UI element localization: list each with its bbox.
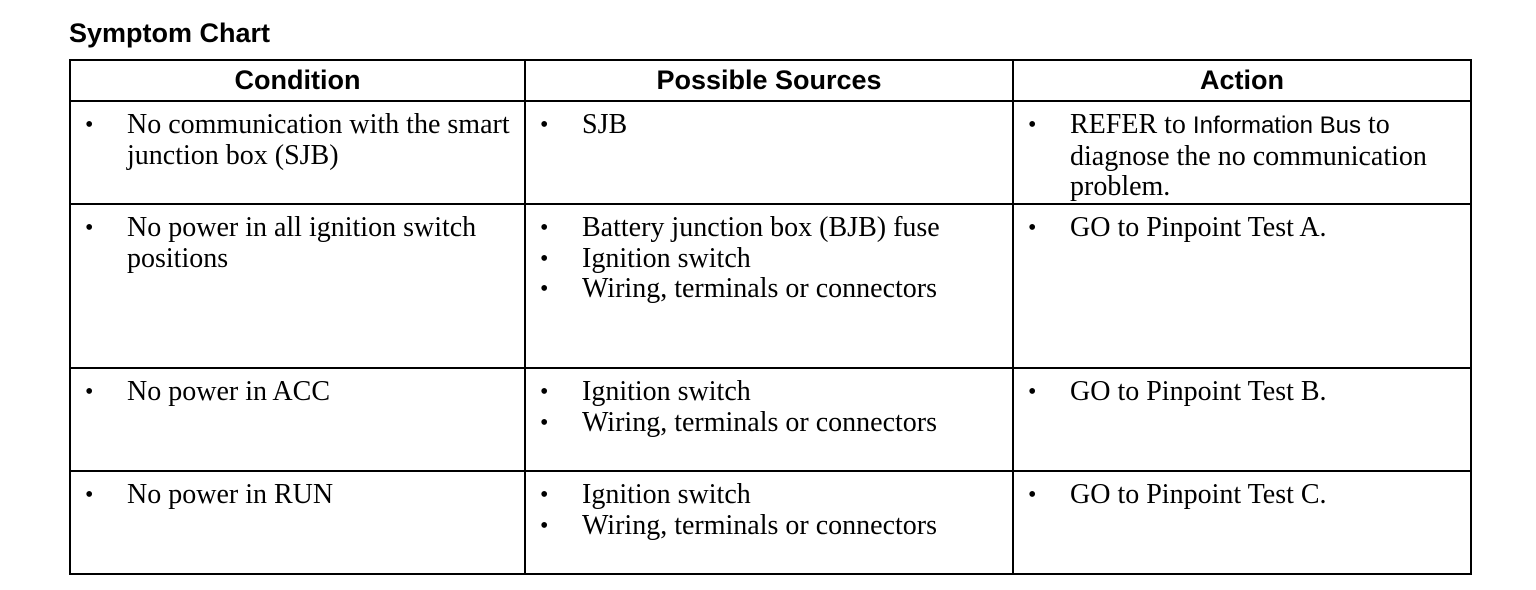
bullet-icon: • [540, 512, 549, 539]
list-item: • GO to Pinpoint Test C. [1014, 479, 1470, 511]
table-row: • No communication with the smart junctio… [69, 100, 1472, 205]
bullet-icon: • [540, 215, 549, 241]
list-item: • Ignition switch [526, 376, 1012, 408]
table-row: • No power in all ignition switch positio… [69, 203, 1472, 369]
source-text: Battery junction box (BJB) fuse [582, 212, 940, 243]
condition-text: No power in ACC [127, 376, 330, 407]
sources-cell: • Battery junction box (BJB) fuse • Igniti… [524, 203, 1014, 369]
list-item: • Wiring, terminals or connectors [526, 406, 1012, 439]
source-text: Ignition switch [582, 242, 751, 274]
list-item: • No communication with the smart junctio… [71, 109, 524, 171]
condition-cell: • No power in RUN [69, 470, 526, 575]
sources-cell: • Ignition switch • Wiring, terminals or c… [524, 470, 1014, 575]
action-text-pre: REFER to [1070, 109, 1193, 140]
action-text: GO to Pinpoint Test A. [1070, 212, 1327, 243]
sources-cell: • Ignition switch • Wiring, terminals or c… [524, 367, 1014, 472]
header-action: Action [1012, 59, 1472, 102]
list-item: • REFER to Information Bus to diagnose th… [1014, 109, 1470, 203]
list-item: • Ignition switch [526, 242, 1012, 275]
header-condition: Condition [69, 59, 526, 102]
source-text: SJB [582, 109, 628, 140]
source-text: Wiring, terminals or connectors [582, 509, 937, 541]
symptom-table: Condition Possible Sources Action • No co… [69, 59, 1472, 575]
list-item: • Battery junction box (BJB) fuse [526, 212, 1012, 244]
bullet-icon: • [85, 482, 94, 508]
bullet-icon: • [540, 112, 549, 138]
bullet-icon: • [1028, 379, 1037, 405]
bullet-icon: • [540, 409, 549, 436]
list-item: • No power in RUN [71, 479, 524, 511]
list-item: • Wiring, terminals or connectors [526, 509, 1012, 542]
condition-cell: • No power in ACC [69, 367, 526, 472]
header-possible-sources: Possible Sources [524, 59, 1014, 102]
action-cell: • GO to Pinpoint Test A. [1012, 203, 1472, 369]
action-text: GO to Pinpoint Test B. [1070, 376, 1327, 407]
action-cell: • REFER to Information Bus to diagnose th… [1012, 100, 1472, 205]
condition-cell: • No power in all ignition switch positio… [69, 203, 526, 369]
bullet-icon: • [540, 245, 549, 272]
action-text-post: to diagnose the no communication problem… [1070, 109, 1427, 202]
bullet-icon: • [85, 215, 94, 241]
list-item: • GO to Pinpoint Test A. [1014, 212, 1470, 244]
bullet-icon: • [1028, 215, 1037, 241]
table-row: • No power in ACC • Ignition switch • Wirin… [69, 367, 1472, 472]
information-bus-reference: Information Bus [1192, 112, 1362, 139]
bullet-icon: • [540, 379, 549, 405]
bullet-icon: • [1028, 482, 1037, 508]
source-text: Ignition switch [582, 376, 751, 407]
bullet-icon: • [85, 112, 94, 138]
source-text: Wiring, terminals or connectors [582, 273, 937, 304]
sources-cell: • SJB [524, 100, 1014, 205]
condition-text: No power in RUN [127, 479, 334, 510]
action-text: GO to Pinpoint Test C. [1070, 479, 1327, 510]
list-item: • GO to Pinpoint Test B. [1014, 376, 1470, 408]
bullet-icon: • [540, 276, 549, 302]
action-cell: • GO to Pinpoint Test C. [1012, 470, 1472, 575]
action-cell: • GO to Pinpoint Test B. [1012, 367, 1472, 472]
bullet-icon: • [85, 379, 94, 405]
condition-cell: • No communication with the smart junctio… [69, 100, 526, 205]
bullet-icon: • [1028, 112, 1037, 138]
bullet-icon: • [540, 482, 549, 508]
list-item: • Wiring, terminals or connectors [526, 273, 1012, 305]
list-item: • Ignition switch [526, 479, 1012, 511]
condition-text: No power in all ignition switch position… [127, 212, 477, 274]
table-row: • No power in RUN • Ignition switch • Wirin… [69, 470, 1472, 575]
list-item: • SJB [526, 109, 1012, 141]
condition-text: No communication with the smart junction… [127, 109, 510, 171]
source-text: Ignition switch [582, 479, 751, 510]
source-text: Wiring, terminals or connectors [582, 406, 937, 438]
list-item: • No power in ACC [71, 376, 524, 408]
header-row: Condition Possible Sources Action [69, 59, 1472, 102]
list-item: • No power in all ignition switch positio… [71, 212, 524, 274]
chart-title: Symptom Chart [69, 18, 271, 48]
